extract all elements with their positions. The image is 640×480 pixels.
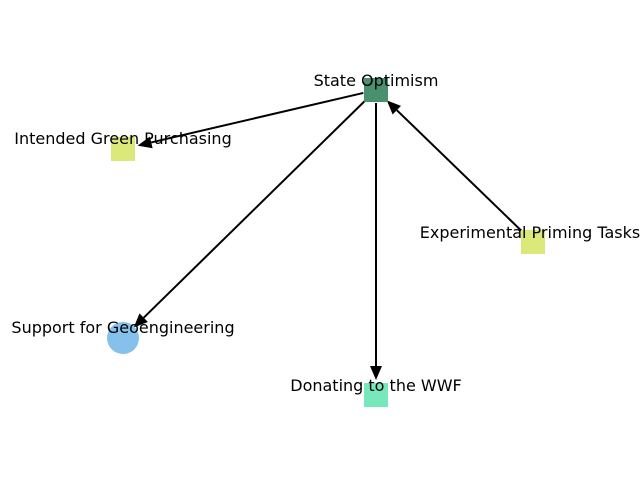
node-state-optimism — [364, 78, 388, 102]
edges-layer — [133, 91, 525, 380]
node-donating-to-the-wwf — [364, 383, 388, 407]
edge-state-optimism-to-support-for-geoengineering — [143, 98, 368, 319]
node-experimental-priming-tasks — [521, 230, 545, 254]
label-support-for-geoengineering: Support for Geoengineering — [11, 318, 234, 337]
arrowhead-state-optimism-to-donating-to-the-wwf — [370, 366, 382, 380]
arrowhead-experimental-priming-tasks-to-state-optimism — [386, 100, 402, 115]
arrowhead-state-optimism-to-intended-green-purchasing — [137, 136, 153, 149]
label-intended-green-purchasing: Intended Green Purchasing — [14, 129, 231, 148]
node-support-for-geoengineering — [107, 322, 139, 354]
edge-state-optimism-to-intended-green-purchasing — [151, 91, 364, 144]
arrowhead-state-optimism-to-support-for-geoengineering — [133, 313, 148, 328]
label-experimental-priming-tasks: Experimental Priming Tasks — [420, 223, 640, 242]
nodes-layer — [107, 78, 545, 407]
label-donating-to-the-wwf: Donating to the WWF — [290, 376, 462, 395]
node-intended-green-purchasing — [111, 137, 135, 161]
edge-experimental-priming-tasks-to-state-optimism — [396, 109, 525, 234]
label-state-optimism: State Optimism — [314, 71, 439, 90]
